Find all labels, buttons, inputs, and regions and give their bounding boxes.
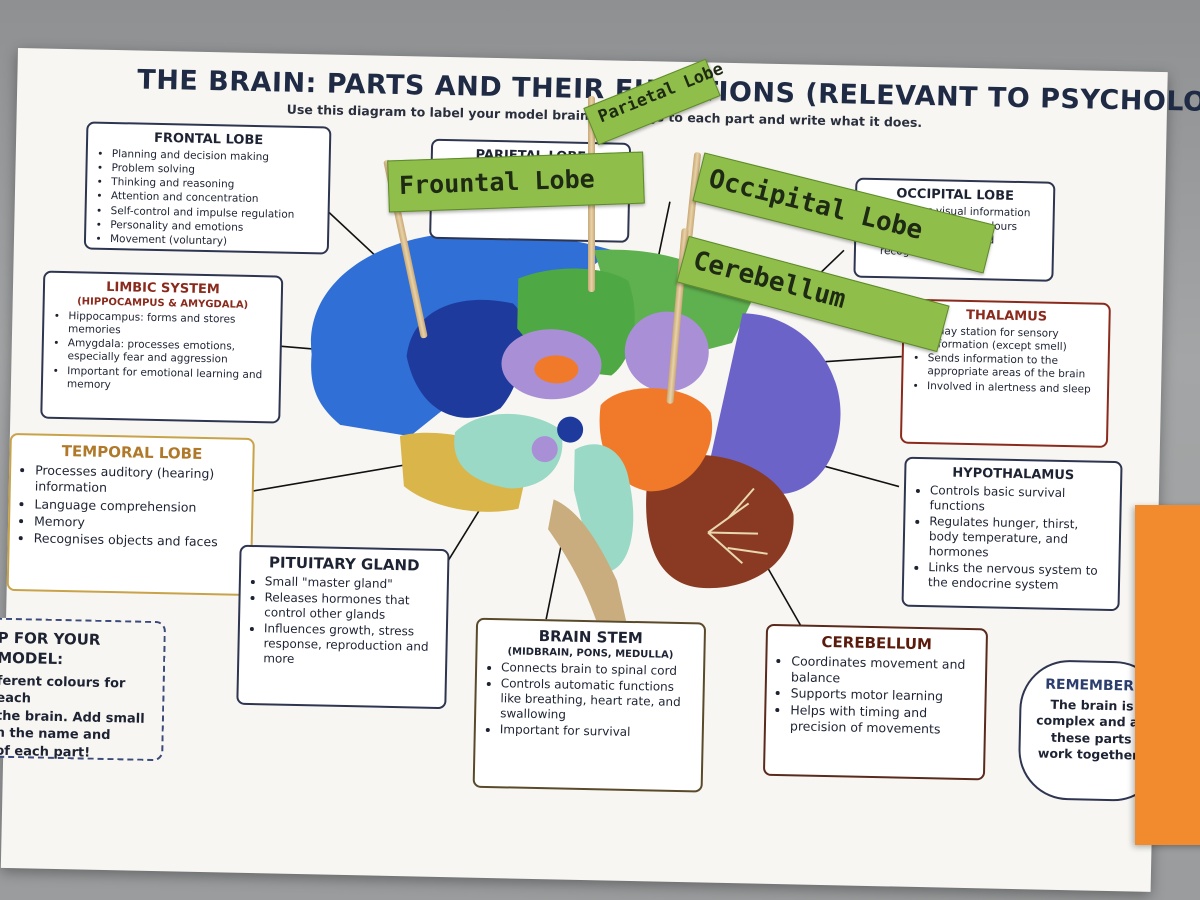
frontal-lobe-title: FRONTAL LOBE xyxy=(153,130,264,149)
list-item: Regulates hunger, thirst, body temperatu… xyxy=(928,514,1109,563)
limbic-system-box: LIMBIC SYSTEM (HIPPOCAMPUS & AMYGDALA) H… xyxy=(40,270,284,424)
brain-stem-list: Connects brain to spinal cordControls au… xyxy=(486,660,694,741)
limbic-system-title: LIMBIC SYSTEM xyxy=(105,279,220,298)
model-tip-line-1: ferent colours for each xyxy=(0,673,126,707)
brain-model xyxy=(242,198,902,636)
frontal-lobe-list: Planning and decision makingProblem solv… xyxy=(96,148,319,250)
list-item: Controls basic survival functions xyxy=(929,483,1110,517)
list-item: Sends information to the appropriate are… xyxy=(927,352,1098,382)
list-item: Controls automatic functions like breath… xyxy=(500,676,693,725)
orange-sticky-note xyxy=(1135,505,1200,845)
list-item: Processes auditory (hearing) information xyxy=(35,462,243,499)
orange-small-clay xyxy=(534,355,579,384)
hypothalamus-box: HYPOTHALAMUS Controls basic survival fun… xyxy=(901,456,1123,612)
list-item: Important for survival xyxy=(500,722,692,741)
limbic-blue-clay xyxy=(406,299,525,418)
pituitary-gland-box: PITUITARY GLAND Small "master gland"Rele… xyxy=(236,544,450,710)
worksheet: THE BRAIN: PARTS AND THEIR FUNCTIONS (RE… xyxy=(0,48,1200,892)
hypothalamus-list: Controls basic survival functionsRegulat… xyxy=(914,483,1110,594)
brain-stem-box: BRAIN STEM (MIDBRAIN, PONS, MEDULLA) Con… xyxy=(472,617,707,793)
cerebellum-list: Coordinates movement and balanceSupports… xyxy=(776,653,976,737)
list-item: Helps with timing and precision of movem… xyxy=(790,702,975,737)
temporal-lobe-box: TEMPORAL LOBE Processes auditory (hearin… xyxy=(6,432,255,597)
hippocampus-clay xyxy=(454,413,563,489)
list-item: Important for emotional learning and mem… xyxy=(67,365,270,395)
list-item: Links the nervous system to the endocrin… xyxy=(928,560,1109,594)
cerebellum-clay xyxy=(646,454,794,589)
list-item: Releases hormones that control other gla… xyxy=(264,590,437,624)
brain-stem-title: BRAIN STEM xyxy=(538,627,644,648)
pituitary-gland-list: Small "master gland"Releases hormones th… xyxy=(249,574,437,670)
frontal-lobe-box: FRONTAL LOBE Planning and decision makin… xyxy=(83,121,332,255)
brain-stem-subtitle: (MIDBRAIN, PONS, MEDULLA) xyxy=(507,646,674,661)
blue-small-clay xyxy=(557,416,584,443)
model-tip-box: P FOR YOUR MODEL: ferent colours for eac… xyxy=(0,617,167,762)
model-tip-line-4: of each part! xyxy=(0,743,91,761)
thalamus-lavender-clay xyxy=(624,311,709,392)
remember-text: The brain is complex and all these parts… xyxy=(1036,696,1148,763)
temporal-lobe-list: Processes auditory (hearing) information… xyxy=(20,462,243,551)
hypothalamus-title: HYPOTHALAMUS xyxy=(952,465,1075,484)
cerebellum-box: CEREBELLUM Coordinates movement and bala… xyxy=(762,623,989,781)
occipital-lobe-clay xyxy=(709,313,841,495)
arbor-vitae-lines xyxy=(707,487,768,565)
list-item: Coordinates movement and balance xyxy=(791,653,976,688)
limbic-system-subtitle: (HIPPOCAMPUS & AMYGDALA) xyxy=(77,296,249,311)
pituitary-gland-title: PITUITARY GLAND xyxy=(268,553,420,575)
list-item: Amygdala: processes emotions, especially… xyxy=(67,337,270,367)
list-item: Influences growth, stress response, repr… xyxy=(263,621,436,670)
pituitary-clay xyxy=(531,436,558,463)
remember-title: REMEMBER: xyxy=(1045,676,1140,695)
list-item: Involved in alertness and sleep xyxy=(927,380,1097,397)
brainstem-tan-clay xyxy=(548,499,627,621)
temporal-lobe-title: TEMPORAL LOBE xyxy=(61,442,203,463)
model-tip-title: P FOR YOUR MODEL: xyxy=(0,628,101,669)
limbic-system-list: Hippocampus: forms and stores memoriesAm… xyxy=(53,310,271,395)
cerebellum-title: CEREBELLUM xyxy=(821,632,933,654)
list-item: Recognises objects and faces xyxy=(34,530,241,551)
frontal-lobe-flag: Frountal Lobe xyxy=(387,151,645,213)
list-item: Hippocampus: forms and stores memories xyxy=(68,310,271,340)
list-item: Relay station for sensory information (e… xyxy=(928,325,1099,355)
thalamus-orange-clay xyxy=(599,388,712,492)
